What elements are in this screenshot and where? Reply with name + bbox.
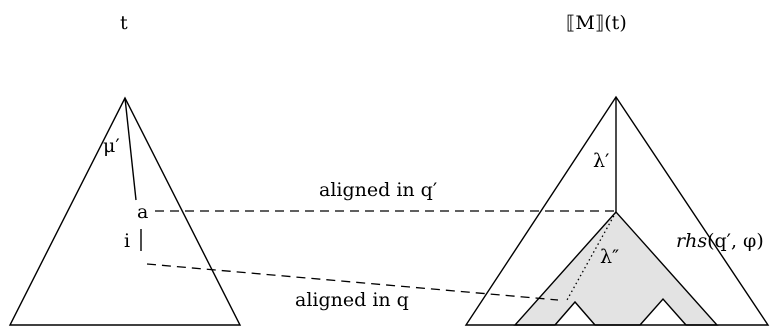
node-i-label: i [124, 230, 130, 252]
right-path-lambda-double-prime [566, 211, 617, 301]
rhs-args: (q′, φ) [707, 230, 764, 252]
lambda-prime-label: λ′ [593, 150, 609, 172]
left-path-mu-prime [124, 97, 137, 201]
alignment-link-q [146, 263, 559, 301]
aligned-q-prime-label: aligned in q′ [319, 179, 437, 201]
rhs-label: rhs(q′, φ) [676, 230, 764, 252]
left-tree-triangle [8, 96, 242, 326]
right-tree-triangle [464, 95, 770, 326]
shaded-rhs-region [513, 210, 719, 326]
lambda-double-prime-label: λ″ [600, 246, 619, 268]
node-a-label: a [137, 201, 148, 223]
rhs-name: rhs [676, 230, 707, 252]
aligned-q-label: aligned in q [295, 289, 409, 311]
left-tree-label: t [120, 12, 128, 34]
right-tree-label: ⟦M⟧(t) [566, 12, 627, 34]
mu-prime-label: μ′ [103, 135, 120, 157]
